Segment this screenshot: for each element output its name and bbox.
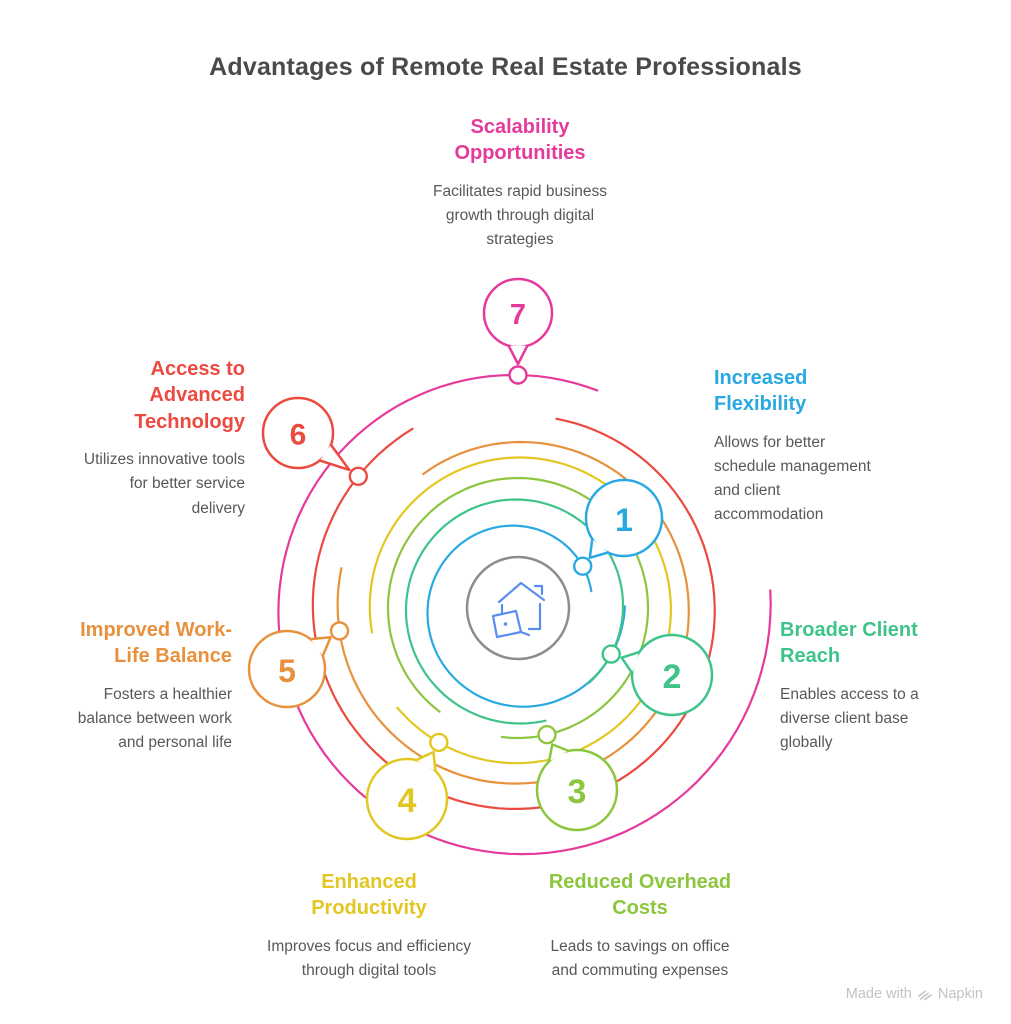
node-dot-2	[601, 644, 621, 664]
node-bubble-3: 3	[535, 725, 619, 832]
advantage-desc-5: Fosters a healthier balance between work…	[77, 685, 232, 752]
bubble-tail-1	[588, 537, 610, 560]
node-number-5: 5	[278, 653, 296, 689]
advantage-title-1: Increased Flexibility	[714, 367, 808, 416]
node-dot-1	[573, 556, 593, 576]
advantage-title-6: Access to Advanced Technology	[134, 358, 245, 433]
node-dot-4	[429, 732, 449, 753]
advantage-title-3: Reduced Overhead Costs	[548, 871, 732, 920]
node-bubble-1: 1	[573, 478, 664, 576]
node-number-4: 4	[398, 782, 417, 820]
advantage-desc-3: Leads to savings on office and commuting…	[550, 937, 730, 979]
advantage-block-1: Increased Flexibility Allows for better …	[714, 365, 914, 527]
advantage-desc-1: Allows for better schedule management an…	[714, 433, 871, 524]
node-dot-7	[508, 365, 528, 385]
watermark-brand: Napkin	[937, 986, 983, 1002]
spiral-arc-4	[368, 456, 673, 765]
node-number-3: 3	[568, 773, 587, 811]
advantage-block-2: Broader Client Reach Enables access to a…	[780, 617, 960, 755]
node-bubble-2: 2	[601, 633, 714, 717]
bubble-tail-2	[620, 650, 641, 675]
node-number-1: 1	[615, 502, 633, 538]
node-dot-3	[537, 725, 557, 745]
advantage-title-7: Scalability Opportunities	[454, 116, 586, 165]
bubble-tail-7	[507, 344, 529, 366]
watermark-text: Made with	[845, 986, 912, 1002]
spiral-arc-7	[277, 373, 772, 856]
node-bubble-5: 5	[247, 621, 350, 709]
node-bubble-6: 6	[261, 396, 368, 486]
advantage-title-4: Enhanced Productivity	[311, 871, 427, 920]
advantage-title-5: Improved Work- Life Balance	[80, 619, 232, 668]
advantage-block-5: Improved Work- Life Balance Fosters a he…	[26, 617, 232, 755]
node-bubble-4: 4	[365, 732, 449, 841]
home-office-icon	[491, 581, 546, 639]
advantage-desc-4: Improves focus and efficiency through di…	[267, 937, 471, 979]
advantage-block-6: Access to Advanced Technology Utilizes i…	[45, 356, 245, 521]
node-number-6: 6	[290, 419, 307, 452]
bubble-tail-3	[547, 743, 570, 763]
node-number-7: 7	[510, 299, 526, 331]
advantage-desc-7: Facilitates rapid business growth throug…	[432, 182, 608, 249]
advantage-title-2: Broader Client Reach	[780, 619, 918, 668]
spiral-arc-2	[404, 498, 625, 725]
advantage-block-4: Enhanced Productivity Improves focus and…	[234, 869, 504, 983]
advantage-desc-2: Enables access to a diverse client base …	[780, 685, 919, 752]
watermark: Made with Napkin	[846, 986, 983, 1002]
node-dot-6	[348, 466, 368, 486]
center-circle	[465, 555, 571, 661]
node-dot-5	[329, 621, 350, 641]
bubble-tail-5	[309, 636, 332, 658]
advantage-desc-6: Utilizes innovative tools for better ser…	[83, 451, 245, 517]
page-title: Advantages of Remote Real Estate Profess…	[209, 53, 802, 81]
node-bubble-7: 7	[482, 277, 554, 385]
advantage-block-3: Reduced Overhead Costs Leads to savings …	[505, 869, 775, 983]
node-number-2: 2	[663, 658, 682, 696]
bubble-tail-4	[414, 750, 437, 773]
spiral-arc-3	[386, 476, 650, 740]
bubble-tail-6	[318, 443, 351, 472]
advantage-block-7: Scalability Opportunities Facilitates ra…	[360, 114, 680, 252]
spiral-arc-1	[426, 524, 626, 708]
napkin-logo-icon	[918, 990, 932, 1001]
